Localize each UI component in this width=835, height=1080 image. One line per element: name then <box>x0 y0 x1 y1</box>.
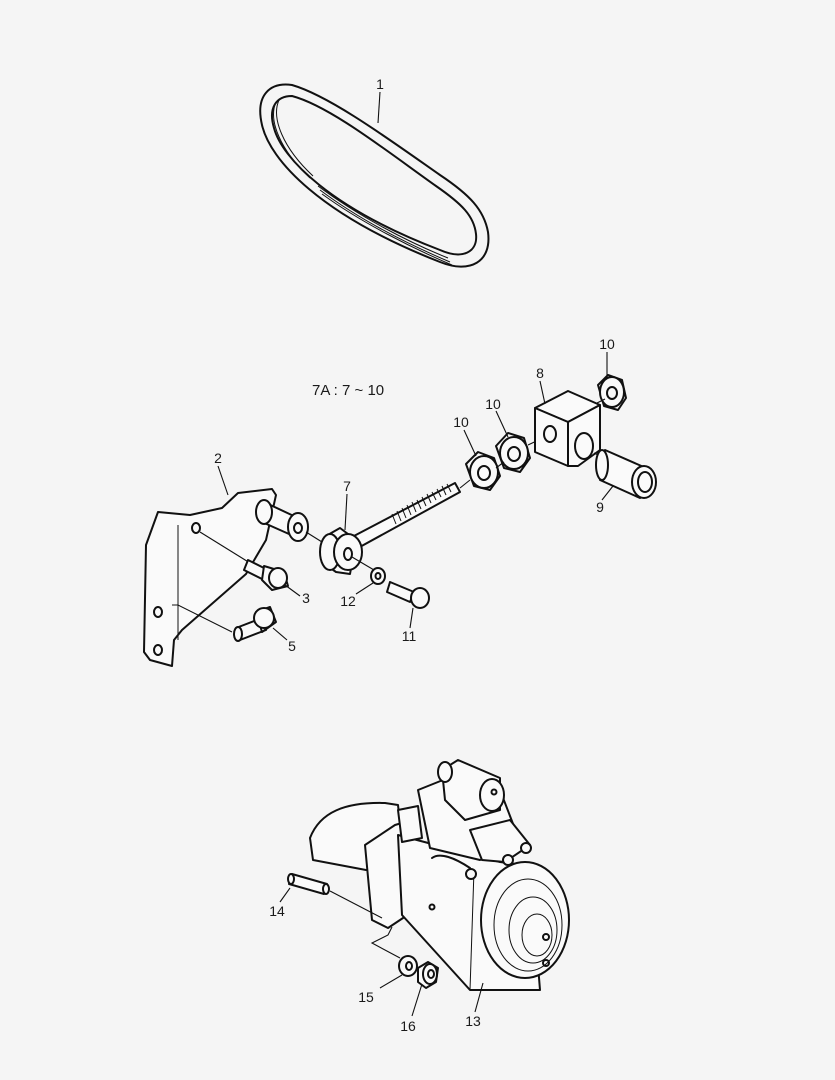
starter-motor-icon <box>309 759 570 1013</box>
bolt-icon <box>243 559 301 597</box>
nut-icon <box>495 410 546 473</box>
callout-7: 7 <box>343 478 351 494</box>
bolt-icon <box>386 581 430 629</box>
nut-icon <box>596 352 627 411</box>
callout-10c: 10 <box>599 336 615 352</box>
callout-16: 16 <box>400 1018 416 1034</box>
callout-3: 3 <box>302 590 310 606</box>
nut-icon <box>411 961 439 1017</box>
nut-icon <box>459 429 501 491</box>
callout-5: 5 <box>288 638 296 654</box>
callout-10b: 10 <box>485 396 501 412</box>
bolt-icon <box>233 606 288 642</box>
belt-icon <box>259 83 490 268</box>
sleeve-icon <box>595 449 657 501</box>
callout-14: 14 <box>269 903 285 919</box>
washer-icon <box>370 926 418 989</box>
bracket-icon <box>143 465 323 667</box>
callout-2: 2 <box>214 450 222 466</box>
stud-icon <box>279 873 383 919</box>
washer-icon <box>355 567 386 595</box>
callout-11: 11 <box>401 628 417 644</box>
eye-bolt-icon <box>319 482 461 575</box>
callout-9: 9 <box>596 499 604 515</box>
callout-15: 15 <box>358 989 374 1005</box>
group-label: 7A : 7 ~ 10 <box>312 382 385 399</box>
callout-8: 8 <box>536 365 544 381</box>
callout-10a: 10 <box>453 414 469 430</box>
callout-1: 1 <box>376 76 384 92</box>
callout-12: 12 <box>340 593 356 609</box>
callout-13: 13 <box>465 1013 481 1029</box>
block-icon <box>534 380 605 467</box>
